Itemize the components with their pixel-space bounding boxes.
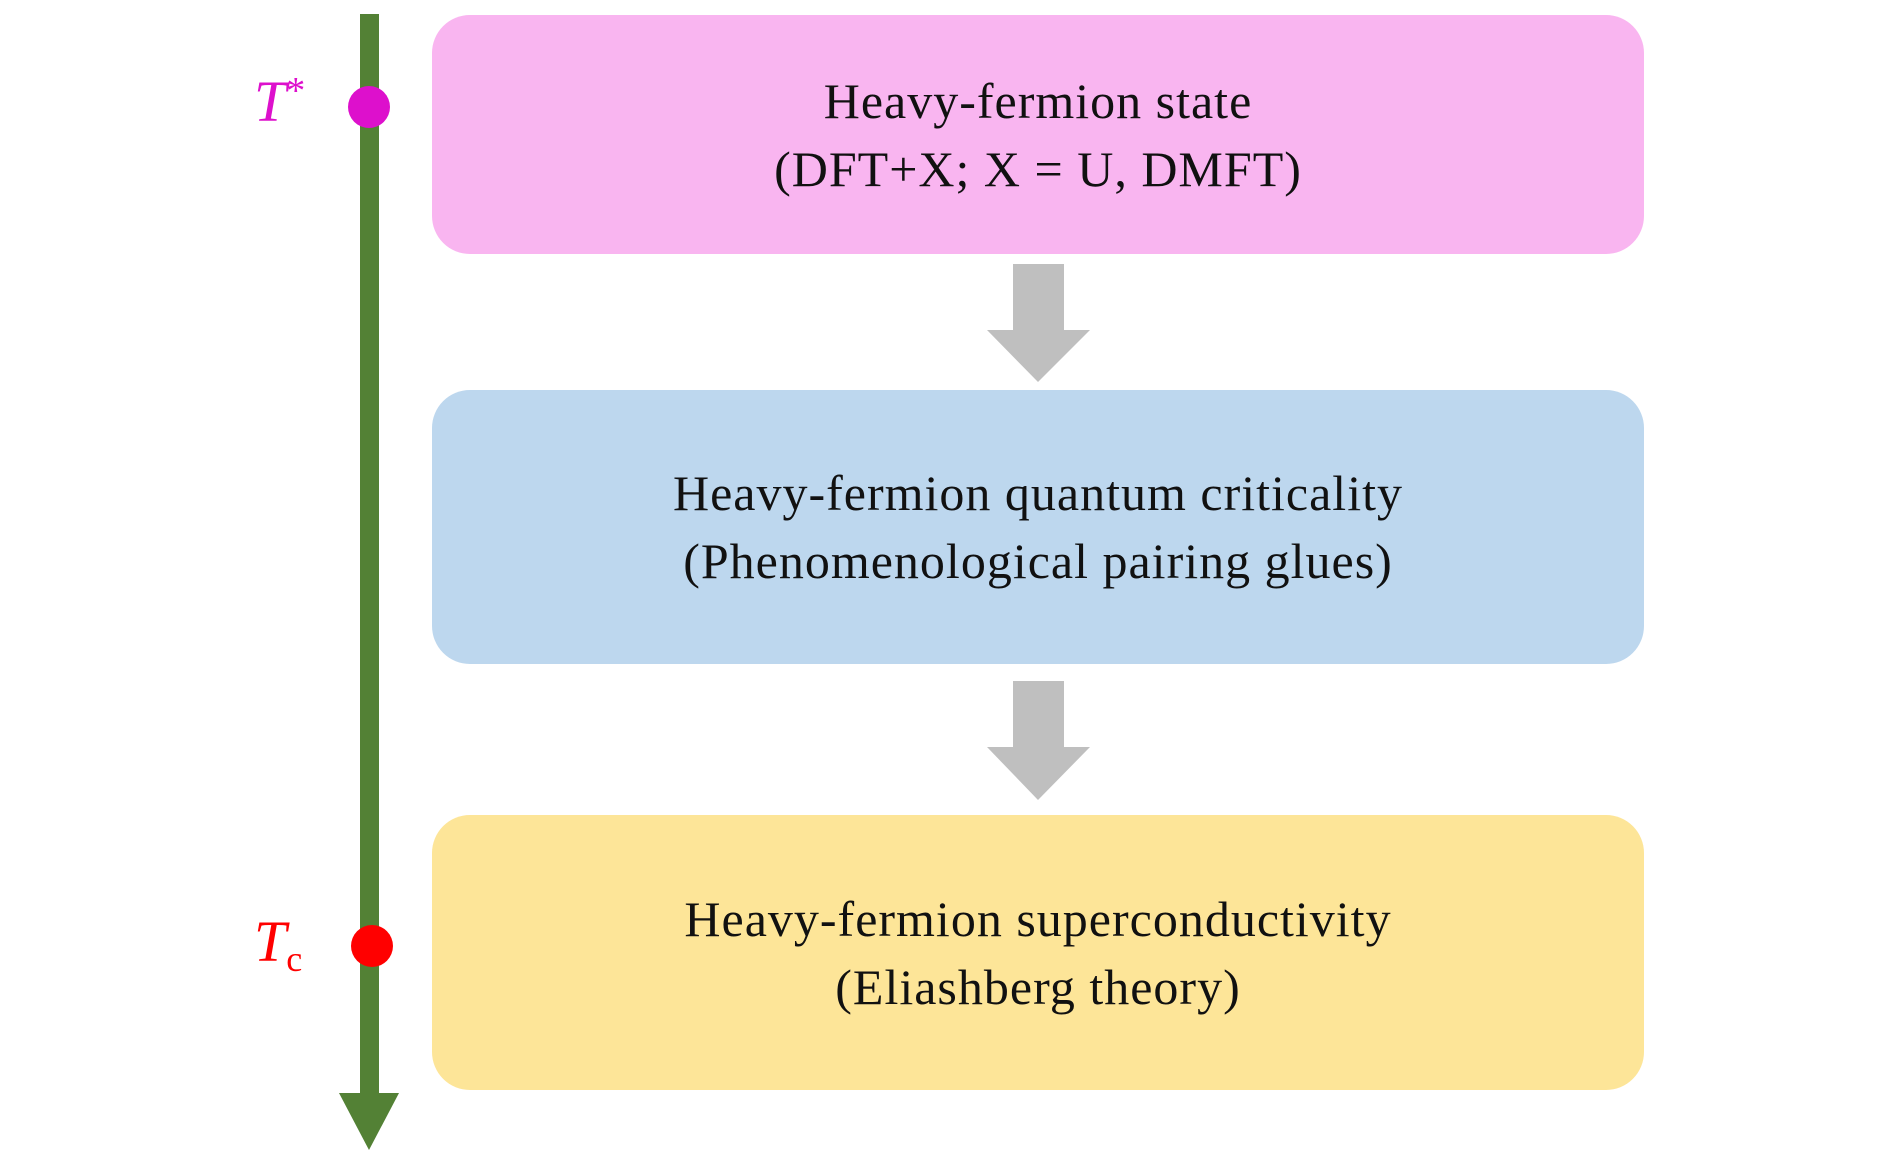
t-star-symbol: T	[254, 69, 287, 134]
t-c-subscript: c	[286, 939, 303, 979]
temperature-axis-arrowhead	[339, 1093, 399, 1150]
quantum-criticality-box: Heavy-fermion quantum criticality (Pheno…	[432, 390, 1644, 664]
t-c-label: Tc	[254, 908, 302, 980]
box-subtitle: (Eliashberg theory)	[835, 958, 1241, 1015]
flow-arrow-2	[987, 681, 1090, 800]
box-subtitle: (DFT+X; X = U, DMFT)	[774, 140, 1302, 197]
box-subtitle: (Phenomenological pairing glues)	[683, 533, 1393, 589]
box-title: Heavy-fermion quantum criticality	[673, 465, 1403, 521]
flow-arrow-1	[987, 264, 1090, 382]
heavy-fermion-state-box: Heavy-fermion state (DFT+X; X = U, DMFT)	[432, 15, 1644, 254]
box-title: Heavy-fermion state	[823, 72, 1253, 129]
superconductivity-box: Heavy-fermion superconductivity (Eliashb…	[432, 815, 1644, 1090]
box-title: Heavy-fermion superconductivity	[684, 890, 1392, 947]
temperature-axis-line	[360, 14, 379, 1098]
t-c-marker	[351, 925, 393, 967]
t-star-superscript: *	[286, 70, 306, 112]
t-star-label: T*	[254, 68, 305, 135]
t-star-marker	[348, 86, 390, 128]
t-c-symbol: T	[254, 909, 287, 974]
